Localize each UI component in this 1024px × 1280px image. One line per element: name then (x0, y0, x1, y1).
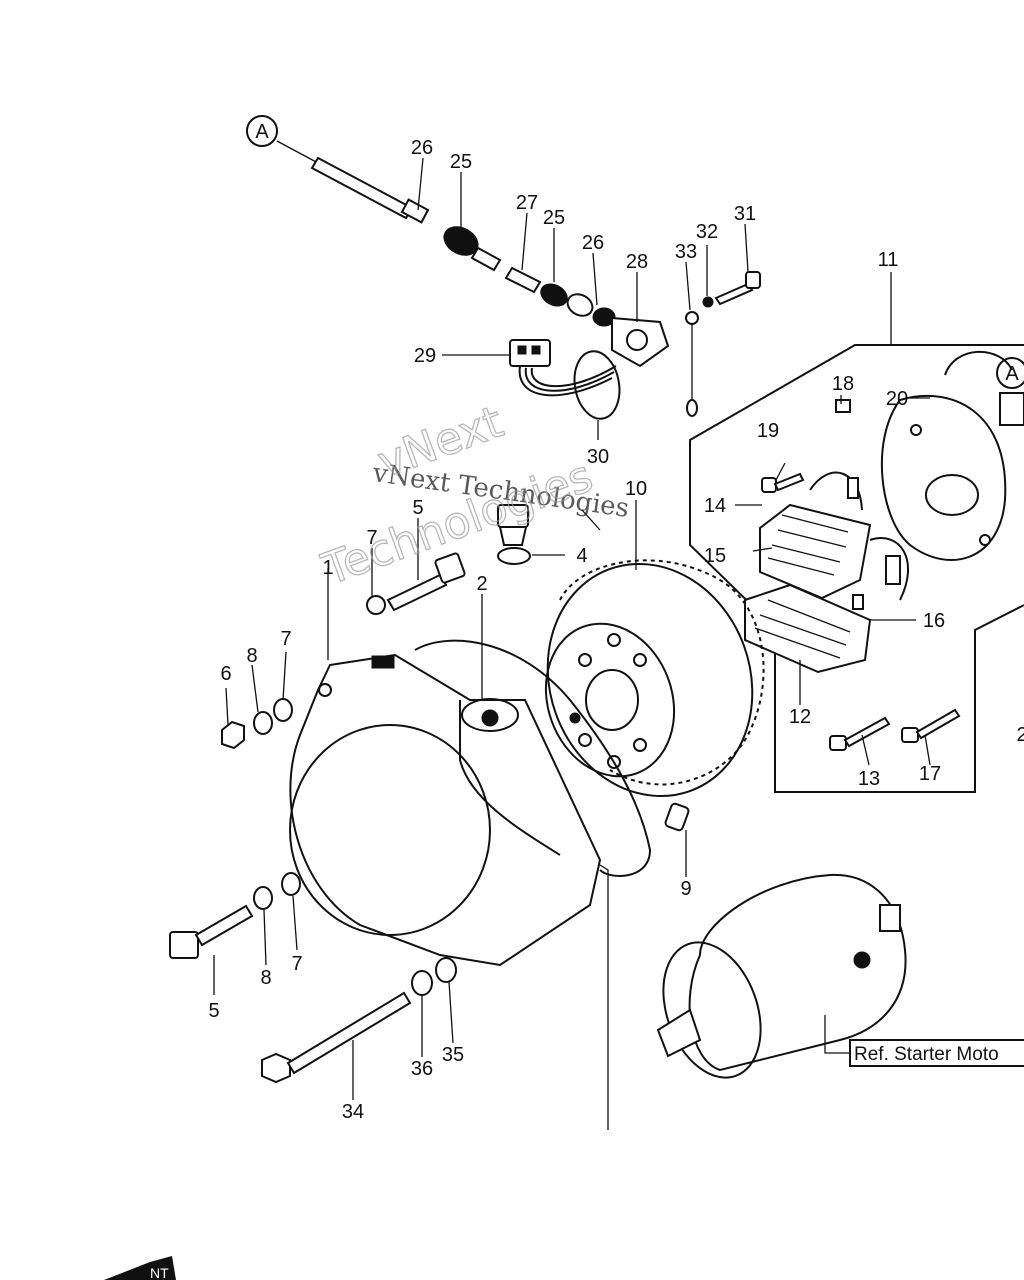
label-17: 17 (919, 763, 941, 785)
label-8-bottom: 8 (260, 967, 271, 989)
charging-coils (744, 399, 910, 674)
label-29: 29 (414, 345, 436, 367)
svg-text:A: A (1005, 363, 1019, 385)
leader-lines (213, 157, 931, 1130)
label-28: 28 (626, 251, 648, 273)
label-11: 11 (878, 249, 899, 271)
label-7-mid: 7 (280, 628, 291, 650)
label-25-top: 25 (450, 151, 472, 173)
label-19: 19 (757, 420, 779, 442)
label-7-bottom: 7 (291, 953, 302, 975)
dowel-pin (664, 802, 690, 832)
svg-text:Ref. Starter Moto: Ref. Starter Moto (854, 1044, 999, 1065)
generator-cover (289, 653, 602, 967)
ref-starter-motor-box: Ref. Starter Moto (849, 1039, 1024, 1067)
label-2: 2 (476, 573, 487, 595)
svg-text:A: A (255, 121, 269, 143)
label-5-bottom: 5 (208, 1000, 219, 1022)
label-6: 6 (220, 663, 231, 685)
label-15: 15 (704, 545, 726, 567)
label-14: 14 (704, 495, 726, 517)
label-7-top: 7 (366, 527, 377, 549)
bolt-5-bottom (169, 872, 301, 959)
label-26-top: 26 (411, 137, 433, 159)
label-36: 36 (411, 1058, 433, 1080)
label-13: 13 (858, 768, 880, 790)
stator-plate (880, 350, 1024, 561)
label-10: 10 (625, 478, 647, 500)
label-4: 4 (576, 545, 587, 567)
ground-lead (685, 271, 761, 417)
label-2-partial: 2 (1016, 724, 1024, 746)
speedometer-cable (276, 140, 502, 272)
sensor-wiring (509, 339, 621, 420)
label-31: 31 (734, 203, 756, 225)
svg-text:NT: NT (150, 1265, 169, 1280)
cover-gasket (414, 639, 652, 877)
label-26-mid: 26 (582, 232, 604, 254)
label-12: 12 (789, 706, 811, 728)
label-25-mid: 25 (543, 207, 565, 229)
label-16: 16 (923, 610, 945, 632)
part-labels: 26 25 27 25 26 28 33 32 31 11 29 30 10 4… (208, 137, 1024, 1123)
corner-stamp: NT (104, 1256, 176, 1280)
label-30: 30 (587, 446, 609, 468)
stator-screws (761, 472, 961, 751)
label-33: 33 (675, 241, 697, 263)
label-35: 35 (442, 1044, 464, 1066)
label-5-top: 5 (412, 497, 423, 519)
label-34: 34 (342, 1101, 364, 1123)
gear-shaft-assembly (504, 266, 670, 368)
label-27: 27 (516, 192, 538, 214)
nut-6-washers (221, 698, 293, 750)
oil-plug (497, 504, 531, 565)
bolt-5-top (366, 552, 466, 615)
flywheel-rotor (544, 559, 765, 798)
long-bolt-34 (261, 957, 457, 1084)
callout-a-right: A (996, 357, 1024, 389)
starter-motor (656, 873, 907, 1079)
label-20: 20 (886, 388, 908, 410)
label-18: 18 (832, 373, 854, 395)
callout-a-top: A (246, 115, 278, 147)
label-9: 9 (680, 878, 691, 900)
label-1: 1 (322, 557, 333, 579)
label-32: 32 (696, 221, 718, 243)
label-8-top: 8 (246, 645, 257, 667)
